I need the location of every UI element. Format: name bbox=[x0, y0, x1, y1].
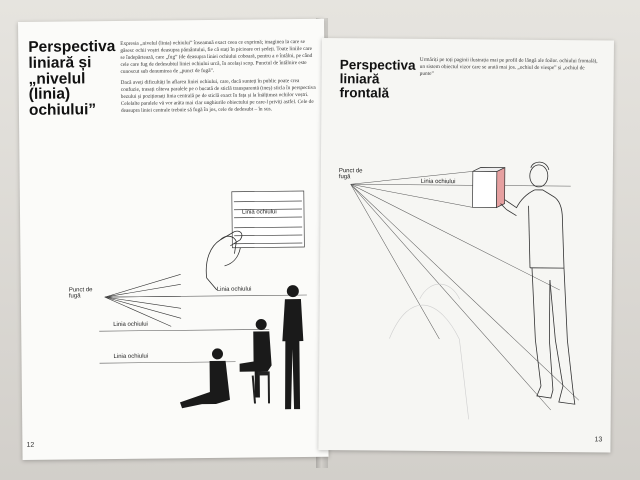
hand-sketch bbox=[205, 230, 243, 291]
figure-ground bbox=[179, 348, 230, 409]
faint-background-figure bbox=[389, 283, 469, 420]
left-illustration bbox=[99, 190, 307, 410]
eye-line-sitting bbox=[99, 329, 270, 332]
vanishing-rays bbox=[104, 274, 182, 327]
figure-chair bbox=[239, 318, 272, 404]
page-number-right: 13 bbox=[594, 436, 603, 444]
eye-line-standing-label: Linia ochiului bbox=[216, 286, 252, 293]
vanishing-point-label: Punct de fugă bbox=[68, 287, 93, 300]
glass-card bbox=[231, 190, 305, 249]
eye-line-ground-label: Linia ochiului bbox=[113, 353, 149, 361]
right-page: Perspectiva liniară frontală Urmăriți pe… bbox=[318, 38, 614, 453]
viewed-box bbox=[472, 167, 506, 209]
left-page: Perspectiva liniară și „nivelul (linia) … bbox=[18, 18, 329, 460]
man-sketch bbox=[500, 161, 576, 405]
figure-standing bbox=[282, 285, 304, 410]
card-eye-line-label: Linia ochiului bbox=[241, 209, 277, 216]
vanishing-point-label: Punct de fugă bbox=[338, 168, 363, 181]
perspective-lines bbox=[350, 171, 580, 411]
eye-line-label: Linia ochiului bbox=[420, 178, 456, 186]
right-illustration bbox=[350, 161, 580, 420]
eye-line-sitting-label: Linia ochiului bbox=[113, 321, 148, 329]
eye-line-standing bbox=[104, 294, 307, 298]
page-number-left: 12 bbox=[26, 441, 35, 449]
